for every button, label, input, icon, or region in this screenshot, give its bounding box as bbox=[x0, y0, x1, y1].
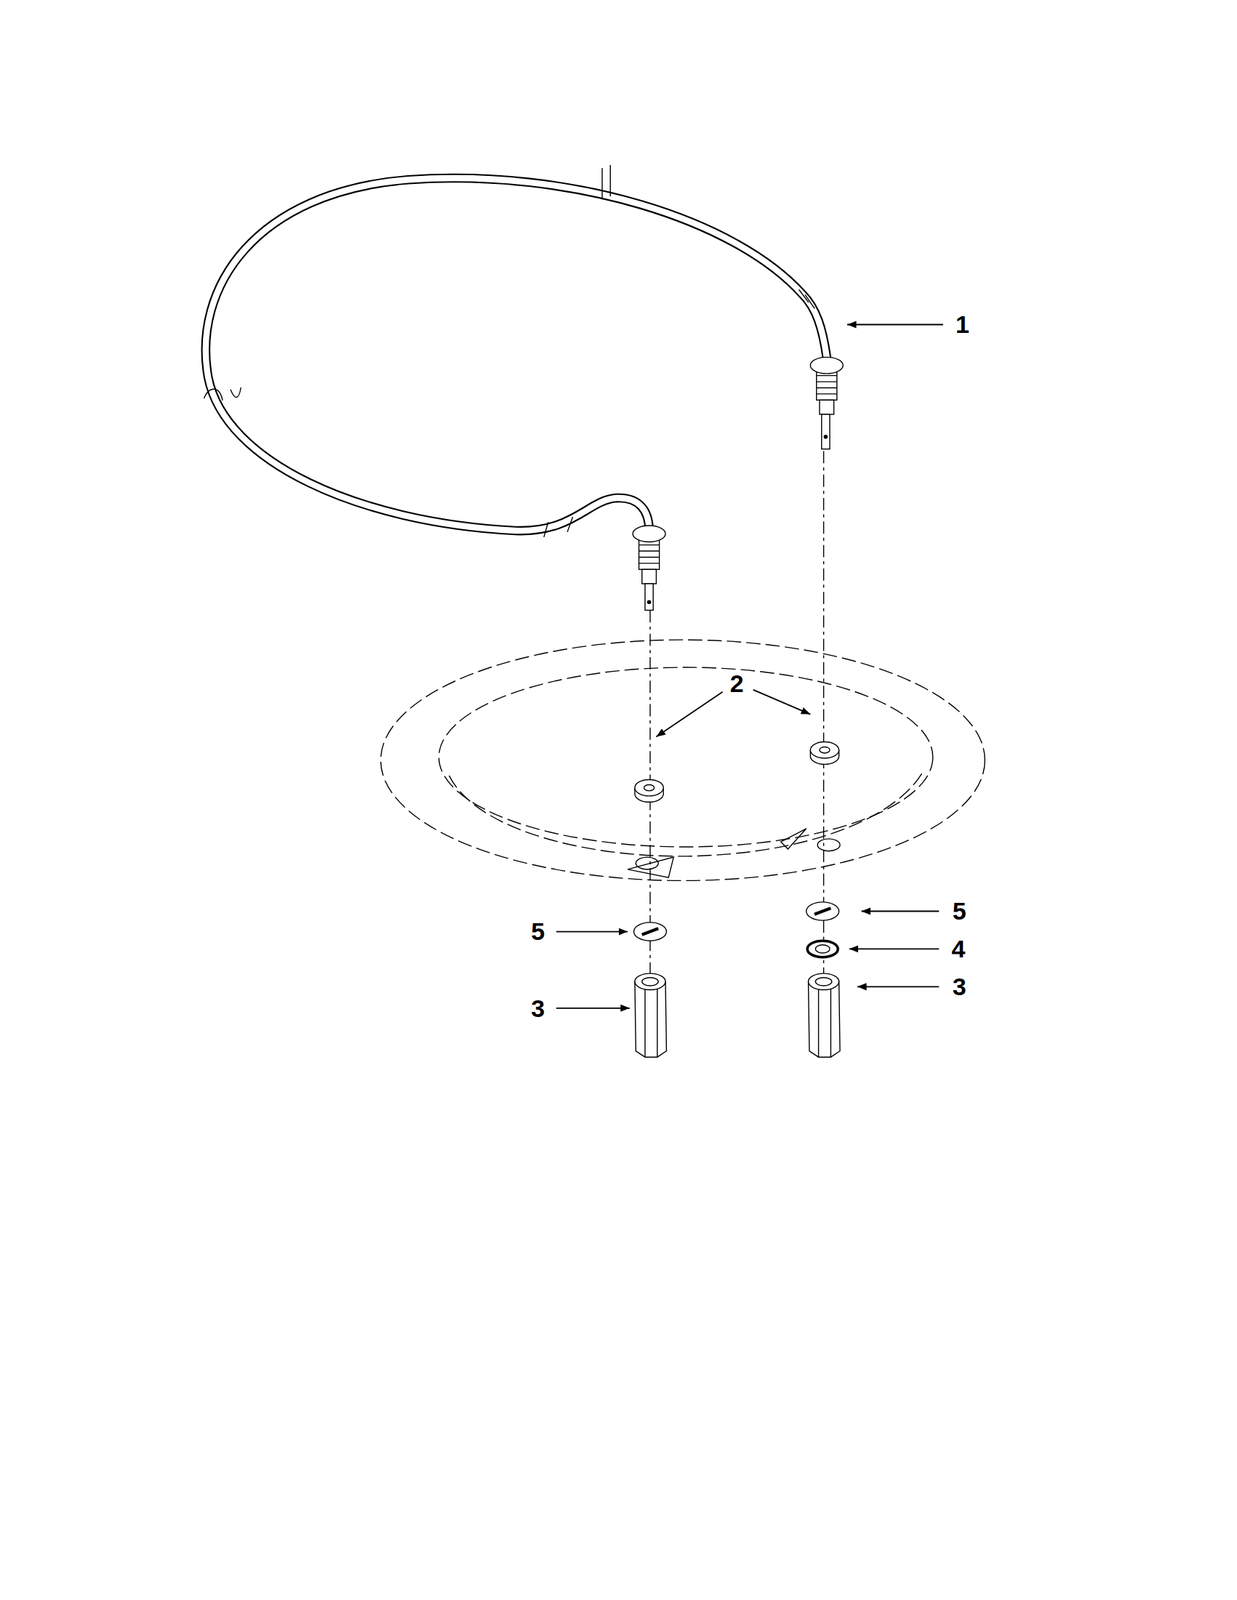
callout-number: 3 bbox=[952, 974, 967, 1000]
nut bbox=[634, 973, 840, 1058]
leader-line bbox=[556, 324, 944, 1008]
terminal bbox=[632, 357, 843, 611]
heating-element bbox=[204, 165, 827, 538]
callout-number: 5 bbox=[530, 919, 545, 944]
center-line bbox=[650, 451, 824, 976]
callout-number: 3 bbox=[530, 996, 545, 1022]
callout-number: 2 bbox=[730, 671, 744, 696]
flat-washer bbox=[807, 941, 838, 958]
washer bbox=[634, 742, 840, 803]
callout-number: 4 bbox=[951, 936, 966, 962]
cap bbox=[634, 902, 840, 942]
callout-number: 1 bbox=[955, 311, 970, 337]
callout-number: 5 bbox=[952, 898, 967, 924]
tub-holes bbox=[627, 829, 840, 878]
tub-outline bbox=[380, 639, 985, 881]
